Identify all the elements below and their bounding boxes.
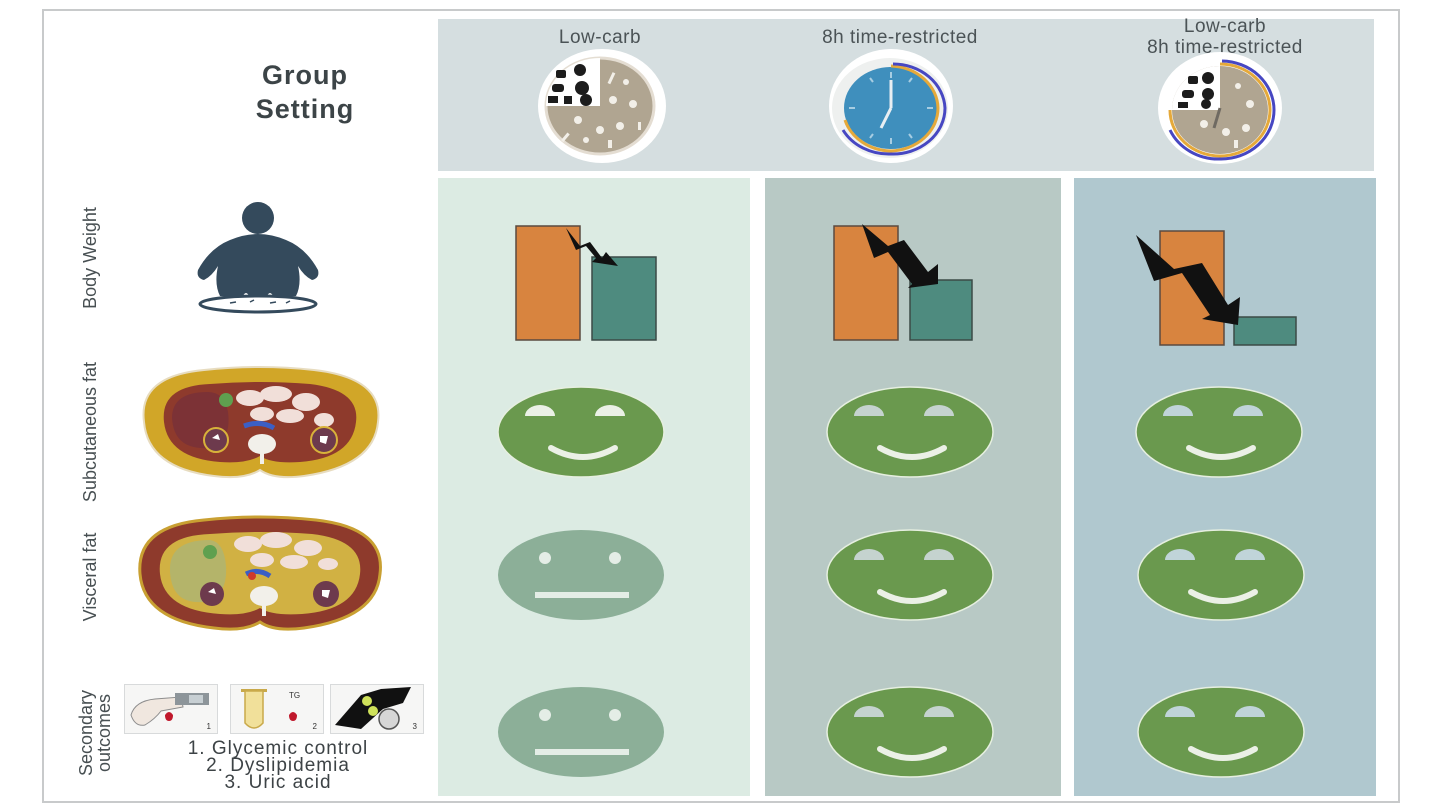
glucose-meter-icon: 1 — [124, 684, 218, 734]
abdominal-ct-visceral-icon — [124, 514, 396, 636]
happy-face-icon — [826, 528, 994, 624]
plate-icon — [488, 48, 716, 164]
group-label-combined: Low-carb 8h time-restricted — [1080, 16, 1370, 58]
secondary-item-uric-acid: 3. Uric acid — [224, 772, 332, 793]
secondary-box-number-1: 1 — [206, 722, 211, 731]
row-label-body-weight: Body Weight — [80, 207, 100, 309]
group-setting-title: Group Setting — [200, 58, 410, 126]
group-label-time-restricted: 8h time-restricted — [822, 27, 978, 48]
tube-tag-tg: TG — [289, 691, 301, 700]
neutral-face-icon — [497, 685, 665, 781]
secondary-box-number-3: 3 — [412, 722, 417, 731]
title-line-2: Setting — [255, 94, 355, 124]
row-label-visceral-fat: Visceral fat — [80, 532, 100, 622]
happy-face-icon — [826, 685, 994, 781]
plate-clock-icon — [1108, 48, 1328, 164]
secondary-item-dyslipidemia: 2. Dyslipidemia — [206, 755, 350, 776]
clock-icon — [785, 48, 995, 164]
group-label-combined-line1: Low-carb — [1183, 16, 1267, 37]
happy-face-icon — [1135, 386, 1303, 482]
happy-face-icon — [1137, 685, 1305, 781]
neutral-face-icon — [497, 528, 665, 624]
row-label-secondary-line1: Secondary — [76, 689, 96, 777]
bar-chart-low-carb — [510, 222, 670, 348]
group-label-combined-line2: 8h time-restricted — [1147, 37, 1303, 58]
happy-face-icon — [826, 386, 994, 482]
bar-chart-time-restricted — [828, 222, 988, 348]
uric-acid-joint-icon: 3 — [330, 684, 424, 734]
row-label-secondary-line2: outcomes — [94, 693, 114, 773]
blood-tube-icon: TG 2 — [230, 684, 324, 734]
abdominal-ct-subcutaneous-icon — [124, 362, 396, 486]
happy-face-icon — [1137, 528, 1305, 624]
secondary-item-glycemic: 1. Glycemic control — [187, 738, 369, 759]
happy-face-icon — [497, 386, 665, 482]
row-label-subcutaneous-fat: Subcutaneous fat — [80, 361, 100, 503]
title-line-1: Group — [262, 60, 348, 90]
group-label-low-carb: Low-carb — [558, 27, 642, 48]
row-label-secondary-outcomes: Secondary outcomes — [76, 668, 114, 798]
secondary-box-number-2: 2 — [312, 722, 317, 731]
person-on-scale-icon — [190, 200, 330, 315]
bar-chart-combined — [1130, 225, 1305, 351]
secondary-outcomes-legend: 1. Glycemic control 2. Dyslipidemia 3. U… — [128, 738, 428, 793]
